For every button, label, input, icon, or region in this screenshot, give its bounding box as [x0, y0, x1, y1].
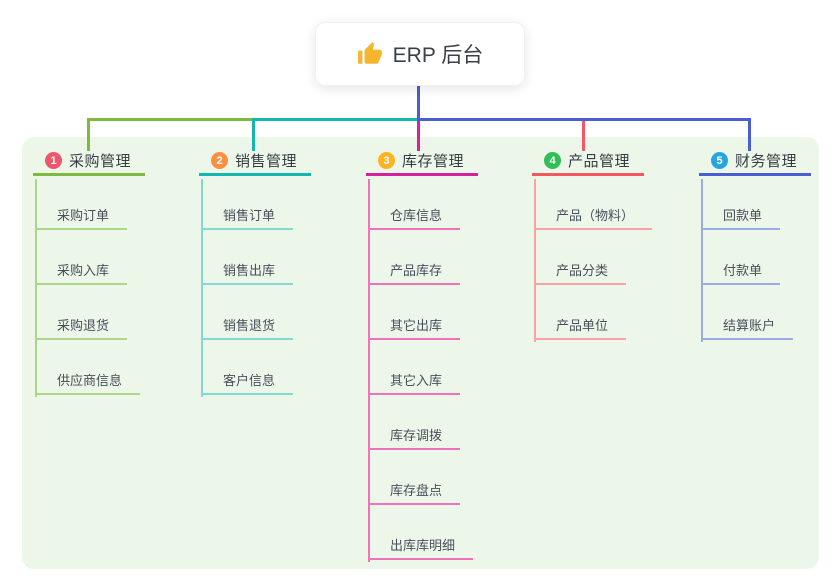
connector-line — [417, 118, 751, 121]
branch-title: 采购管理 — [69, 153, 132, 170]
branch-title: 财务管理 — [735, 153, 798, 170]
branch-number-badge: 5 — [711, 152, 728, 169]
connector-line — [35, 179, 37, 397]
branch-number-badge: 1 — [45, 152, 62, 169]
child-node[interactable]: 供应商信息 — [35, 367, 141, 395]
child-node[interactable]: 出库库明细 — [368, 532, 474, 560]
root-label: ERP 后台 — [392, 44, 484, 67]
child-node[interactable]: 采购入库 — [35, 257, 128, 285]
connector-line — [582, 118, 585, 151]
child-node[interactable]: 采购订单 — [35, 202, 128, 230]
connector-line — [417, 84, 420, 121]
child-node[interactable]: 其它出库 — [368, 312, 461, 340]
branch-number-badge: 3 — [378, 152, 395, 169]
branch-node[interactable]: 3 库存管理 — [366, 148, 478, 176]
branch-number-badge: 2 — [211, 152, 228, 169]
connector-line — [368, 179, 370, 562]
connector-line — [201, 179, 203, 397]
child-node[interactable]: 其它入库 — [368, 367, 461, 395]
child-node[interactable]: 产品单位 — [534, 312, 627, 340]
branch-node[interactable]: 5 财务管理 — [699, 148, 811, 176]
child-node[interactable]: 产品分类 — [534, 257, 627, 285]
child-node[interactable]: 付款单 — [701, 257, 781, 285]
child-node[interactable]: 库存盘点 — [368, 477, 461, 505]
branches-panel — [22, 137, 819, 569]
branch-title: 销售管理 — [235, 153, 298, 170]
connector-line — [534, 179, 536, 342]
connector-line — [252, 118, 255, 151]
branch-node[interactable]: 1 采购管理 — [33, 148, 145, 176]
child-node[interactable]: 销售订单 — [201, 202, 294, 230]
branch-title: 库存管理 — [402, 153, 465, 170]
root-node[interactable]: ERP 后台 — [315, 22, 525, 86]
branch-node[interactable]: 2 销售管理 — [199, 148, 311, 176]
connector-line — [252, 118, 417, 121]
child-node[interactable]: 库存调拨 — [368, 422, 461, 450]
connector-line — [748, 118, 751, 151]
child-node[interactable]: 销售出库 — [201, 257, 294, 285]
connector-line — [701, 179, 703, 342]
branch-number-badge: 4 — [544, 152, 561, 169]
child-node[interactable]: 回款单 — [701, 202, 781, 230]
connector-line — [87, 118, 252, 121]
child-node[interactable]: 仓库信息 — [368, 202, 461, 230]
child-node[interactable]: 产品（物料） — [534, 202, 653, 230]
connector-line — [417, 118, 420, 151]
connector-line — [87, 118, 90, 151]
thumbs-up-icon — [357, 41, 383, 67]
child-node[interactable]: 采购退货 — [35, 312, 128, 340]
branch-title: 产品管理 — [568, 153, 631, 170]
branch-node[interactable]: 4 产品管理 — [532, 148, 644, 176]
child-node[interactable]: 结算账户 — [701, 312, 794, 340]
child-node[interactable]: 销售退货 — [201, 312, 294, 340]
child-node[interactable]: 产品库存 — [368, 257, 461, 285]
child-node[interactable]: 客户信息 — [201, 367, 294, 395]
